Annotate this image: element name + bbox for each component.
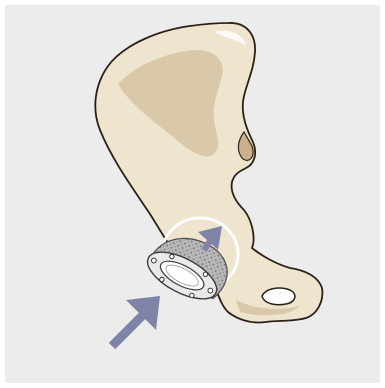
insertion-arrow [112, 296, 160, 346]
obturator-foramen [262, 288, 295, 305]
